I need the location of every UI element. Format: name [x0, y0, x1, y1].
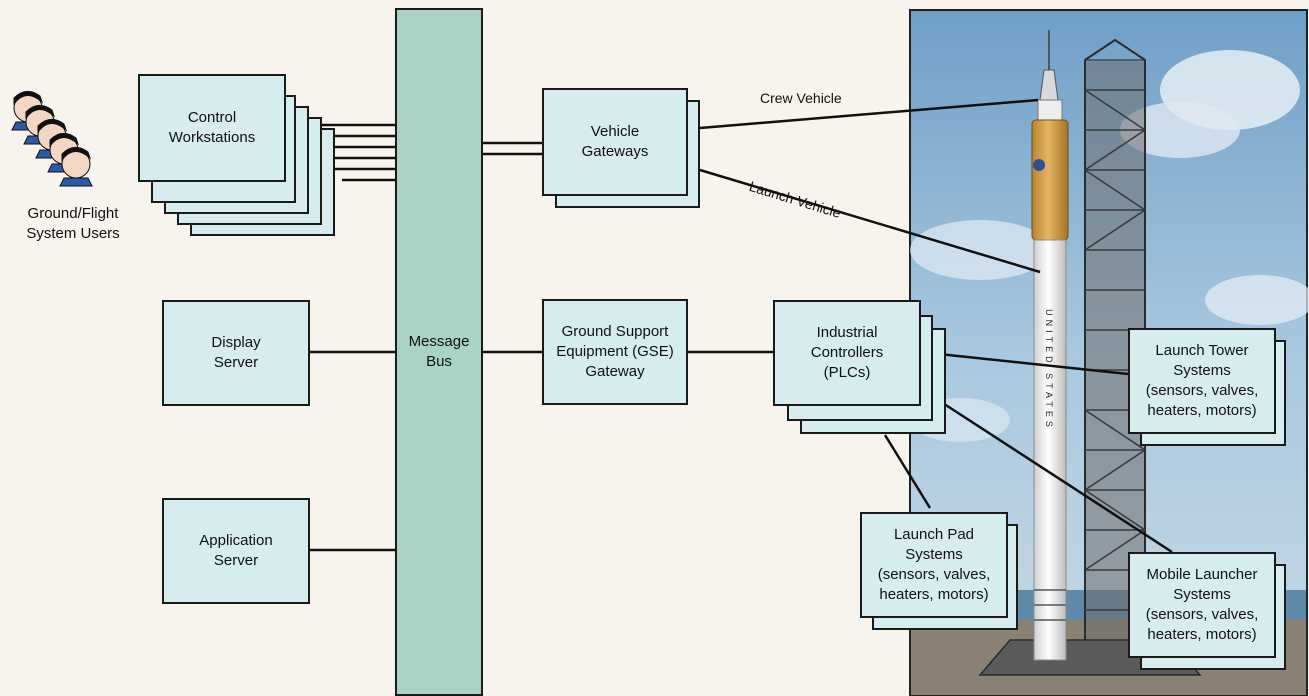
display-server-box: Display Server [162, 300, 310, 406]
control-workstations-box: Control Workstations [138, 74, 286, 182]
users-icon [11, 91, 93, 187]
users-label: Ground/Flight System Users [26, 205, 120, 242]
mobile-launcher-systems-box: Mobile Launcher Systems (sensors, valves… [1128, 552, 1276, 658]
crew-vehicle-label: Crew Vehicle [760, 90, 842, 106]
message-bus: Message Bus [395, 8, 483, 696]
vehicle-gateways-box: Vehicle Gateways [542, 88, 688, 196]
gse-gateway-box: Ground Support Equipment (GSE) Gateway [542, 299, 688, 405]
industrial-controllers-box: Industrial Controllers (PLCs) [773, 300, 921, 406]
rocket-lettering: UNITED STATES [1044, 309, 1054, 431]
launch-pad-systems-box: Launch Pad Systems (sensors, valves, hea… [860, 512, 1008, 618]
launch-tower-systems-box: Launch Tower Systems (sensors, valves, h… [1128, 328, 1276, 434]
application-server-box: Application Server [162, 498, 310, 604]
